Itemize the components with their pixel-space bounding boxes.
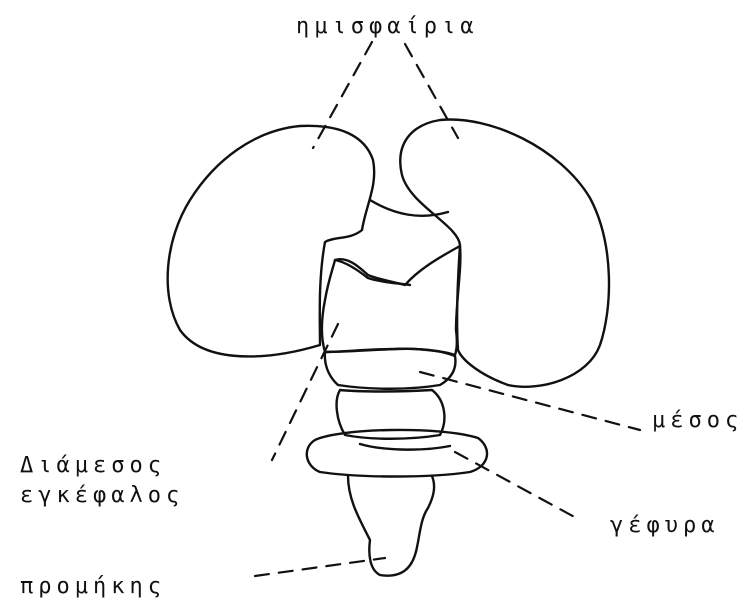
label-pons: γέφυρα [610, 515, 719, 537]
leader-pons [455, 452, 580, 520]
pons-ring [307, 430, 487, 477]
pons-inner-edge [360, 444, 450, 450]
leader-medulla [255, 558, 385, 576]
right-hemisphere [400, 120, 609, 387]
label-midbrain: μέσος [652, 410, 743, 432]
midbrain-block [325, 349, 456, 389]
leader-hemispheres-right [405, 44, 458, 138]
label-hemispheres: ημισφαίρια [296, 16, 478, 38]
diencephalon-notch [335, 260, 410, 285]
label-diencephalon-line1: Διάμεσος [20, 455, 166, 477]
leader-diencephalon [272, 324, 338, 460]
label-diencephalon-line2: εγκέφαλος [20, 485, 184, 507]
leader-midbrain [420, 372, 640, 430]
left-hemisphere [168, 126, 375, 357]
label-medulla: προμήκης [20, 576, 166, 598]
central-connection [370, 200, 448, 216]
leader-hemispheres-left [313, 42, 372, 148]
